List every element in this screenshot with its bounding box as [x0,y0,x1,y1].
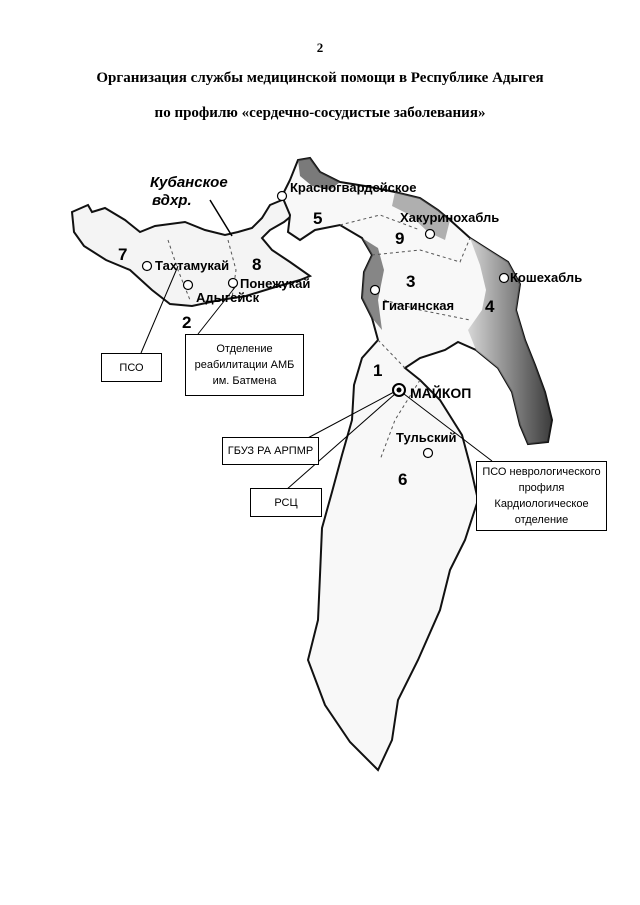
callout-rehab: Отделение реабилитации АМБ им. Батмена [185,334,304,396]
settlement-marker-tulsky [422,447,434,459]
label-khakurinokhabl: Хакуринохабль [400,210,499,225]
settlement-marker-krasnogvardeyskoe [276,190,288,202]
label-maykop: МАЙКОП [410,384,471,401]
callout-gbuz: ГБУЗ РА АРПМР [222,437,319,465]
settlement-marker-khakurinokhabl [424,228,436,240]
callout-gbuz-text: ГБУЗ РА АРПМР [227,445,314,457]
shaded-north-zone [298,158,340,190]
district-number-7: 7 [118,245,127,264]
district-number-3: 3 [406,272,415,291]
label-adygeysk: Адыгейск [196,290,260,305]
leader-neuro [403,393,493,462]
callout-rehab-line2: реабилитации АМБ [194,359,295,371]
leader-rehab [197,285,237,335]
reservoir-label-line2: вдхр. [152,192,192,209]
reservoir-arrow [209,199,233,237]
callout-neuro-line1: ПСО неврологического [482,466,601,478]
leader-gbuz [303,391,395,441]
callout-rsc: РСЦ [250,488,322,517]
document-title-line1: Организация службы медицинской помощи в … [96,70,544,86]
shaded-east-strip [468,238,552,444]
reservoir-label-line1: Кубанское [150,174,228,191]
district-number-1: 1 [373,361,382,380]
callout-pso: ПСО [101,353,162,382]
label-tulsky: Тульский [396,430,456,445]
callout-rsc-text: РСЦ [274,496,298,509]
callout-neuro: ПСО неврологического профиля Кардиологич… [476,461,607,531]
settlement-marker-koshekhabl [498,272,510,284]
capital-marker-maykop-dot [396,387,402,393]
callout-neuro-line4: отделение [514,514,569,526]
callout-neuro-line3: Кардиологическое [494,498,589,510]
district-number-8: 8 [252,255,261,274]
callout-neuro-line2: профиля [518,482,565,494]
callout-leaders [140,265,493,491]
settlement-marker-takhtamukay [141,260,153,272]
settlement-marker-giaginskaya [369,284,381,296]
shaded-west-strip [362,238,384,330]
label-takhtamukay: Тахтамукай [155,258,229,273]
callout-rehab-line3: им. Батмена [212,375,277,387]
label-ponezhukay: Понежукай [240,276,310,291]
label-krasnogvardeyskoe: Красногвардейское [290,180,416,195]
leader-pso [140,265,179,354]
district-number-9: 9 [395,229,404,248]
settlement-marker-ponezhukay [227,277,239,289]
district-number-5: 5 [313,209,322,228]
district-number-4: 4 [485,297,495,316]
leader-rsc [285,393,396,491]
district-number-6: 6 [398,470,407,489]
page-number: 2 [316,40,324,55]
document-title-line2: по профилю «сердечно-сосудистые заболева… [154,105,486,121]
district-number-2: 2 [182,313,191,332]
label-giaginskaya: Гиагинская [382,298,454,313]
callout-rehab-line1: Отделение [216,343,273,355]
label-koshekhabl: Кошехабль [510,270,582,285]
callout-pso-text: ПСО [119,361,144,374]
settlement-marker-adygeysk [182,279,194,291]
shaded-mid-zone [392,192,450,240]
